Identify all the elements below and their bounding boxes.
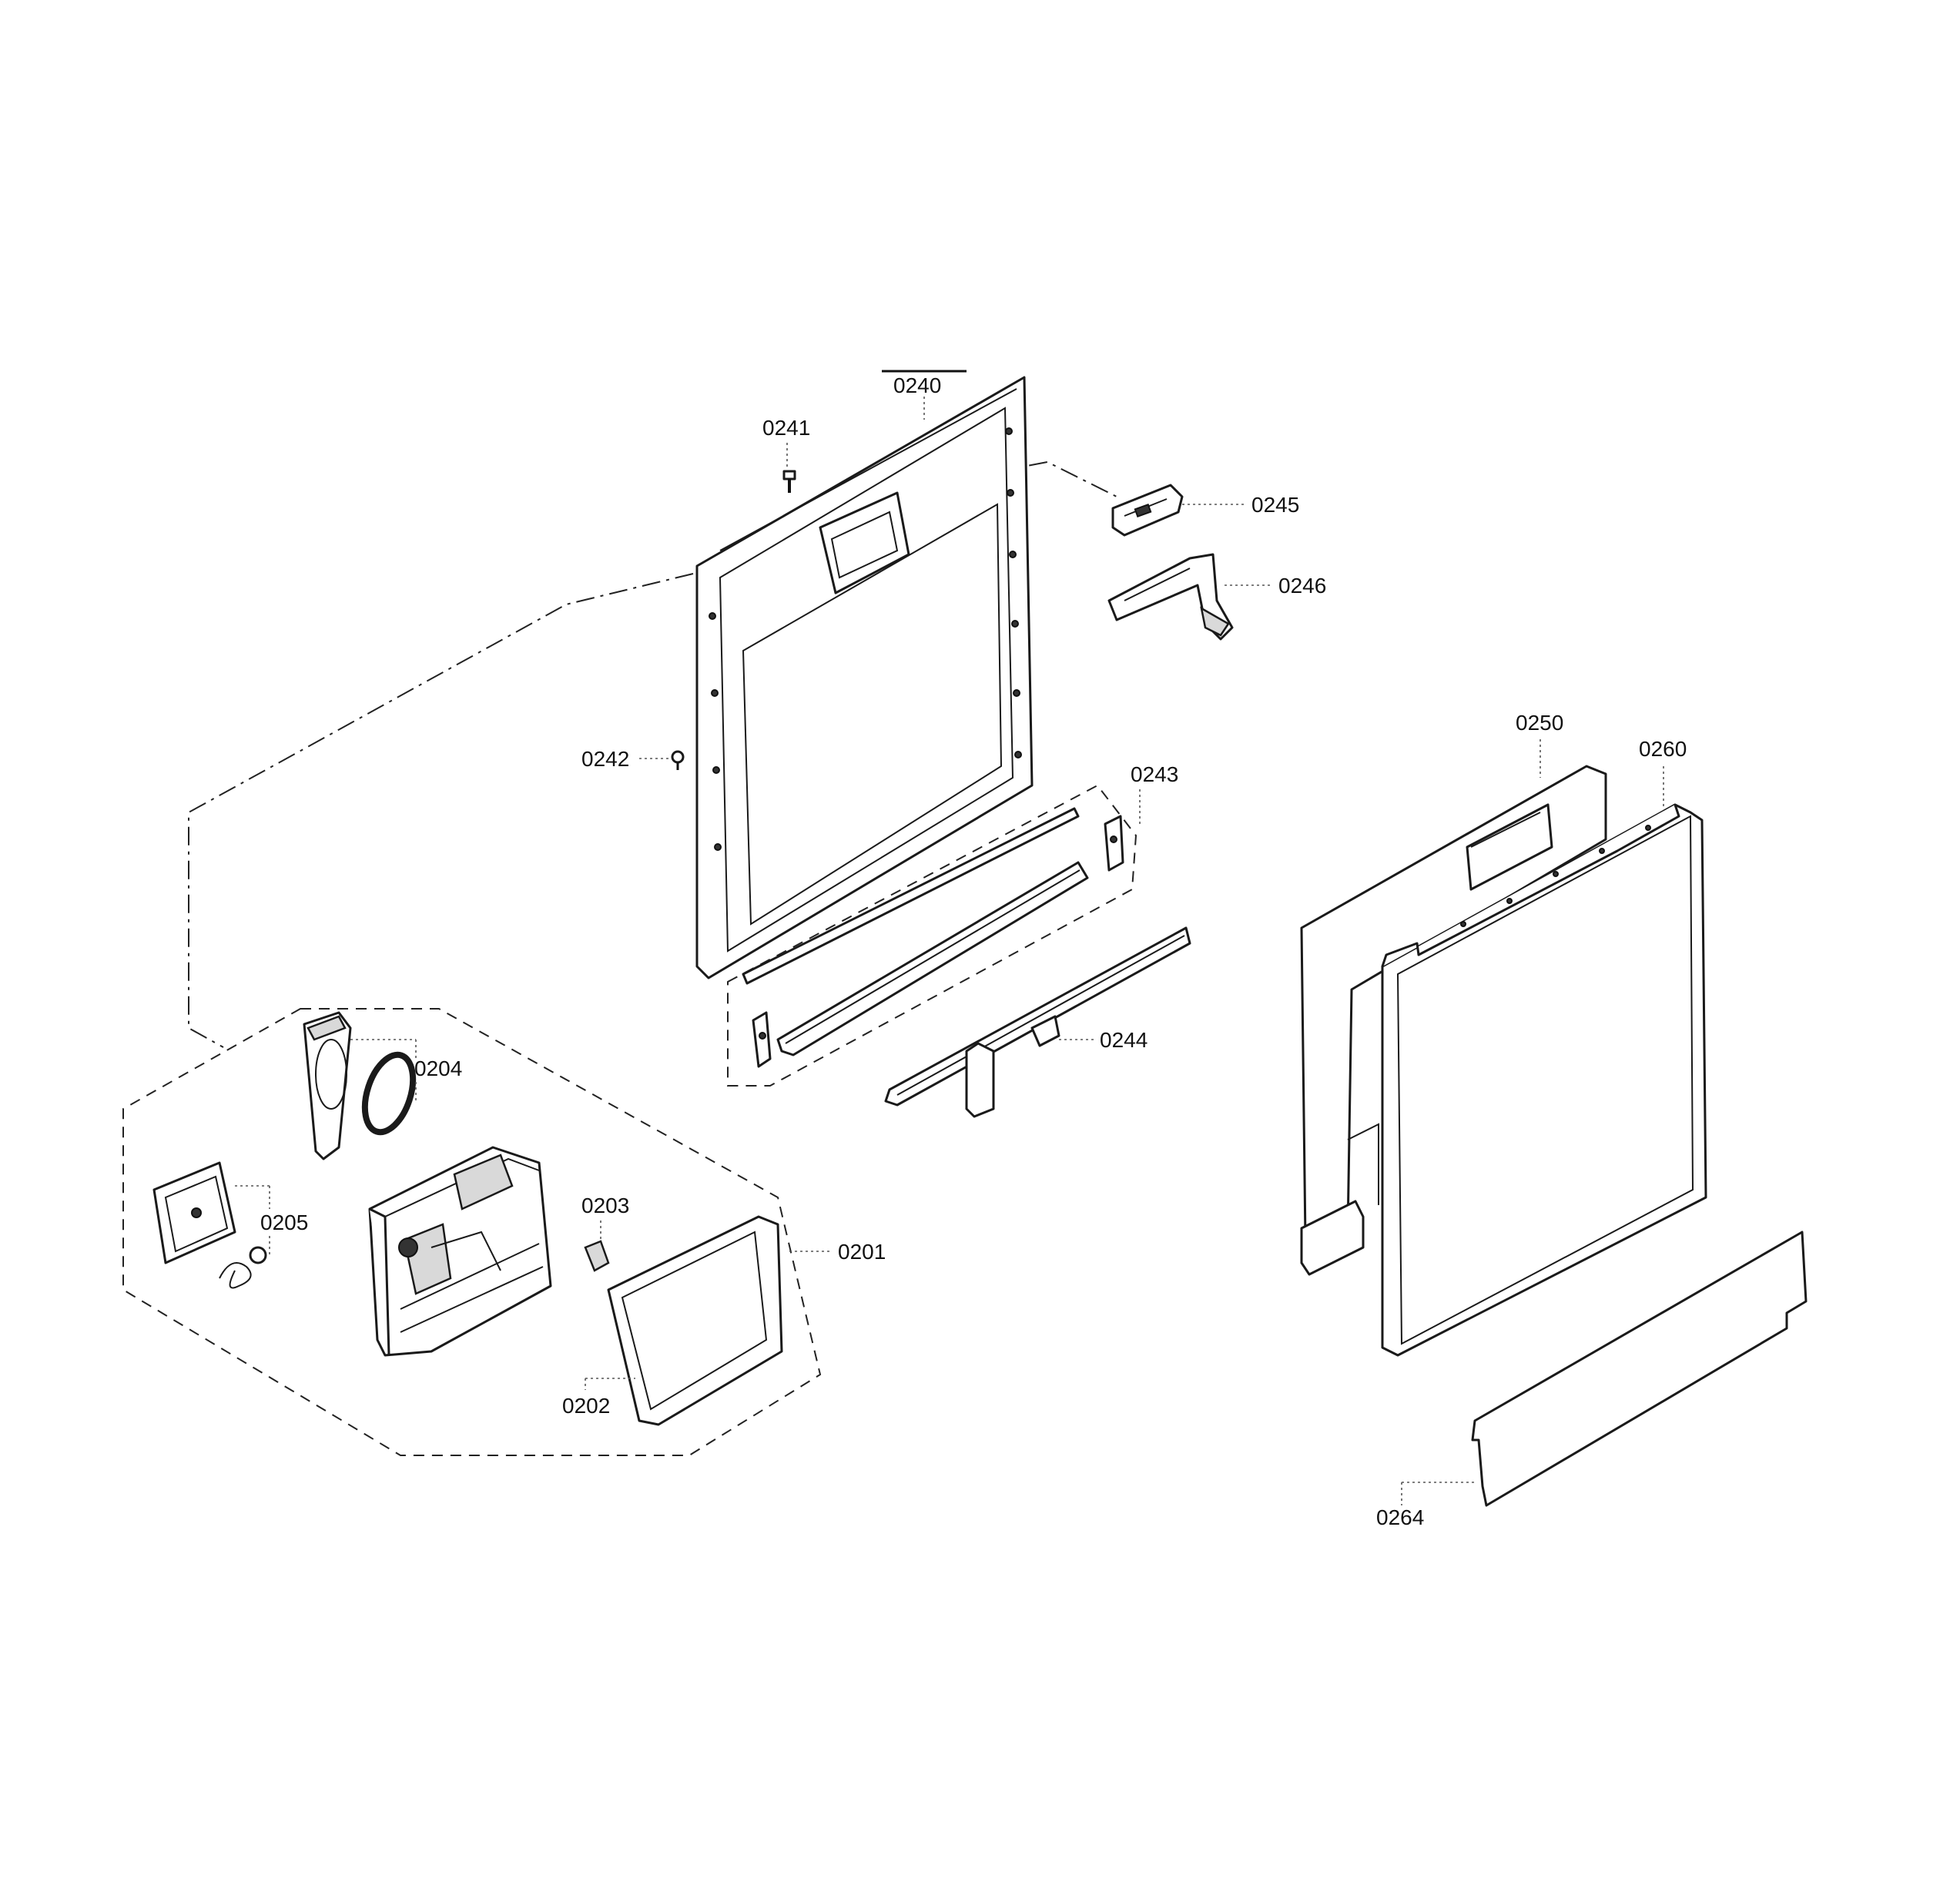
inner-door-0240 <box>695 376 1034 979</box>
door-to-panel-link-line <box>188 573 694 1048</box>
hinge-bracket-left <box>752 1011 772 1068</box>
outer-panel-0250-cutout <box>1466 803 1553 891</box>
latch-0246 <box>1107 553 1234 641</box>
label-0260: 0260 <box>1639 737 1687 761</box>
latch-0245 <box>1111 484 1184 537</box>
label-0203: 0203 <box>581 1194 629 1217</box>
rail-foot <box>965 1042 995 1118</box>
inner-door-inner-frame <box>719 407 1014 953</box>
outer-panel-0250-lower-tab <box>1300 1200 1365 1276</box>
inner-door-outer-frame <box>695 376 1034 979</box>
assembly-outlines <box>122 460 1137 1456</box>
dispenser-opening-inner <box>830 511 899 579</box>
inner-door-top-rim <box>719 388 1017 551</box>
door-panel-0260 <box>1381 803 1707 1357</box>
label-0240: 0240 <box>893 373 941 397</box>
control-panel-group-outline <box>122 1008 822 1456</box>
label-0244: 0244 <box>1100 1028 1148 1052</box>
label-0205: 0205 <box>260 1211 308 1234</box>
door-panel-0260-top-holes <box>1460 825 1651 927</box>
control-module-0205 <box>152 1161 236 1264</box>
rail-clip <box>1030 1015 1060 1047</box>
label-0264: 0264 <box>1376 1505 1424 1529</box>
kick-plate-0264 <box>1471 1231 1808 1507</box>
label-0245: 0245 <box>1251 493 1299 517</box>
spring-0205 <box>219 1246 267 1289</box>
seal-group-outline <box>727 784 1137 1087</box>
frame-0202 <box>607 1215 783 1426</box>
screw-0241 <box>782 470 796 493</box>
handle-bracket-0204 <box>303 1011 352 1160</box>
seal-strip-upper <box>742 807 1080 985</box>
inner-door-panel-face <box>742 503 1003 926</box>
seal-ring-0204 <box>361 1051 417 1136</box>
dispenser-opening <box>819 491 910 594</box>
seal-kit-0243 <box>742 807 1124 1068</box>
label-0246: 0246 <box>1278 574 1326 598</box>
door-to-latch-link-line <box>862 460 1117 497</box>
bottom-rail-0244 <box>884 926 1191 1118</box>
inner-door-side-holes <box>709 427 1022 851</box>
label-0204: 0204 <box>414 1056 462 1080</box>
label-0241: 0241 <box>762 416 810 440</box>
hinge-bracket-right <box>1104 815 1124 872</box>
label-0202: 0202 <box>562 1394 610 1418</box>
screw-0242 <box>671 750 685 770</box>
dispenser-housing <box>368 1146 552 1357</box>
label-0243: 0243 <box>1131 762 1178 786</box>
label-0201: 0201 <box>838 1240 886 1264</box>
outer-panel-0250 <box>1300 765 1607 1276</box>
label-0250: 0250 <box>1516 711 1563 735</box>
knob-0203 <box>584 1240 610 1272</box>
door-panel-0260-top-notch <box>1381 804 1680 967</box>
label-0242: 0242 <box>581 747 629 771</box>
